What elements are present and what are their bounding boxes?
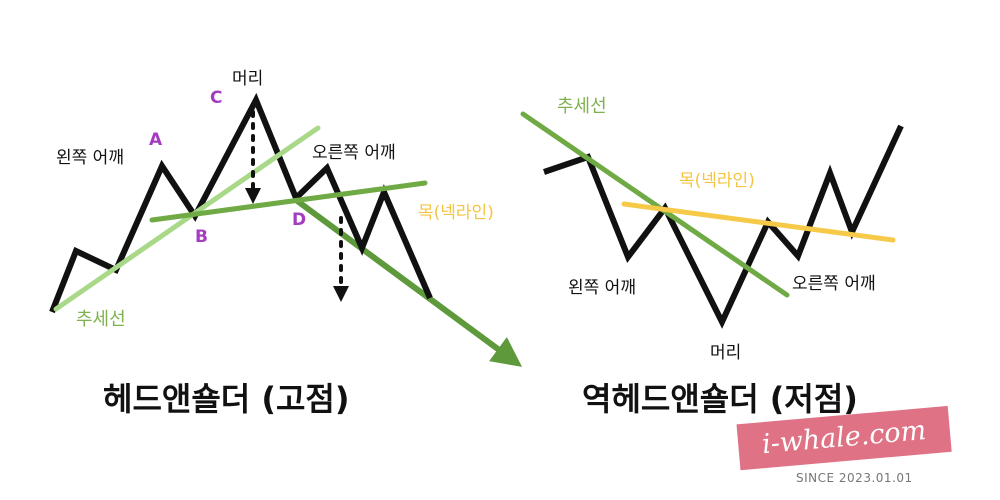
point-b-label: B	[195, 227, 208, 247]
left-right-shoulder-label: 오른쪽 어깨	[312, 143, 396, 163]
right-diagram: 추세선 목(넥라인) 왼쪽 어깨 오른쪽 어깨 머리 역헤드앤숄더 (저점)	[520, 96, 904, 418]
left-left-shoulder-label: 왼쪽 어깨	[56, 148, 124, 168]
point-c-label: C	[210, 88, 222, 108]
right-left-shoulder-label: 왼쪽 어깨	[568, 278, 636, 298]
watermark-badge	[736, 405, 952, 471]
left-neckline	[149, 180, 428, 223]
right-price-line	[543, 124, 904, 329]
left-neckline-label: 목(넥라인)	[418, 203, 494, 223]
right-neckline-label: 목(넥라인)	[679, 171, 755, 191]
right-trendline-label: 추세선	[557, 96, 607, 117]
watermark-since: SINCE 2023.01.01	[796, 471, 913, 485]
left-breakdown-arrow	[293, 197, 523, 367]
right-trendline	[520, 111, 790, 298]
right-title: 역헤드앤숄더 (저점)	[582, 380, 858, 418]
right-right-shoulder-label: 오른쪽 어깨	[792, 274, 876, 294]
right-head-label: 머리	[710, 343, 741, 363]
right-neckline	[621, 201, 896, 243]
left-head-label: 머리	[232, 69, 263, 89]
left-trendline-label: 추세선	[76, 309, 126, 330]
left-title: 헤드앤숄더 (고점)	[103, 380, 349, 418]
left-price-line	[49, 92, 433, 314]
left-diagram: 머리 왼쪽 어깨 오른쪽 어깨 추세선 목(넥라인) A B C D 헤드앤숄더…	[49, 69, 523, 418]
point-a-label: A	[149, 130, 163, 150]
watermark: i-whale.com SINCE 2023.01.01	[736, 405, 952, 485]
point-d-label: D	[292, 210, 306, 230]
left-trendline	[53, 125, 321, 312]
